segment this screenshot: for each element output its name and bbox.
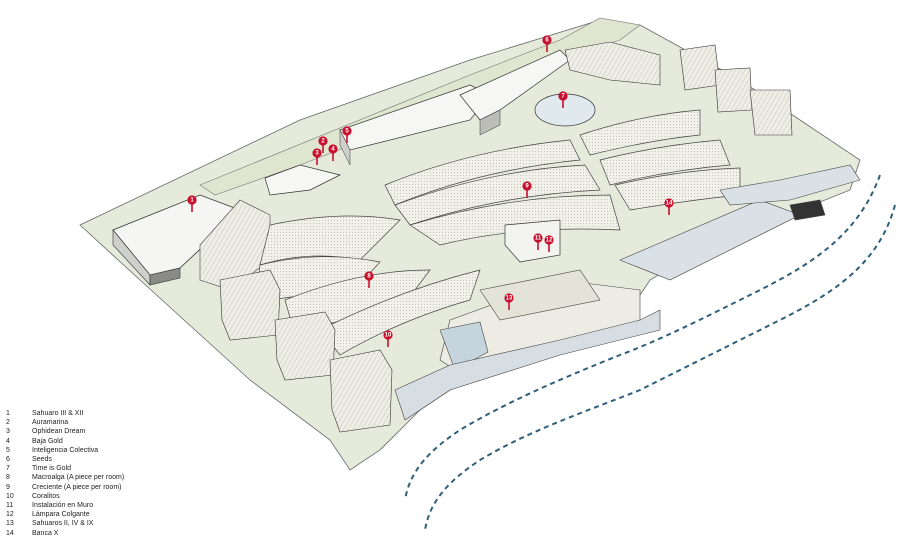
marker-label: 13	[506, 295, 513, 301]
legend-number: 12	[6, 511, 14, 519]
legend-item: 11 Instalación en Muro	[6, 501, 124, 510]
marker-pin-7: 7	[558, 91, 568, 108]
south-boardwalk	[394, 309, 661, 421]
marker-label: 6	[545, 37, 549, 43]
sea-waves	[404, 174, 896, 531]
building-north-row	[264, 41, 661, 196]
legend-number: 13	[6, 520, 14, 528]
legend-number: 2	[6, 419, 10, 427]
legend-item: 3 Ophidean Dream	[6, 427, 124, 436]
legend-label: Sahuaros II, IV & IX	[32, 520, 94, 528]
marker-label: 5	[345, 128, 349, 134]
marker-pin-12: 12	[544, 235, 554, 252]
legend-item: 1 Sahuaro III & XII	[6, 409, 124, 418]
building-east-towers	[679, 44, 793, 136]
legend-label: Banca X	[32, 529, 59, 537]
legend-number: 3	[6, 428, 10, 436]
marker-pin-10: 10	[383, 330, 393, 347]
marker-label: 12	[546, 237, 553, 243]
marker-dot	[544, 235, 554, 245]
legend-label: Coralitos	[32, 492, 60, 500]
marker-dot	[312, 148, 322, 158]
legend-number: 9	[6, 483, 10, 491]
marker-label: 8	[367, 273, 371, 279]
legend-number: 4	[6, 437, 10, 445]
marker-pin-5: 5	[342, 126, 352, 143]
building-instalacion	[504, 219, 561, 263]
legend-number: 14	[6, 529, 14, 537]
legend-item: 13 Sahuaros II, IV & IX	[6, 519, 124, 528]
legend-number: 1	[6, 410, 10, 417]
west-room-rows	[254, 215, 481, 356]
legend-item: 4 Baja Gold	[6, 437, 124, 446]
marker-label: 4	[331, 146, 335, 152]
legend-item: 9 Creciente (A piece per room)	[6, 483, 124, 492]
marker-pin-4: 4	[328, 144, 338, 161]
marker-dot	[328, 144, 338, 154]
marker-dot	[664, 198, 674, 208]
marker-dot	[364, 271, 374, 281]
marker-dot	[504, 293, 514, 303]
marker-dot	[533, 233, 543, 243]
legend-item: 14 Banca X	[6, 529, 124, 538]
marker-label: 3	[315, 150, 319, 156]
marker-pin-3: 3	[312, 148, 322, 165]
legend-item: 5 Inteligencia Colectiva	[6, 446, 124, 455]
marker-label: 2	[321, 138, 325, 144]
marker-label: 10	[385, 332, 392, 338]
legend-label: Ophidean Dream	[32, 428, 86, 436]
marker-label: 7	[561, 93, 565, 99]
legend-number: 11	[6, 502, 14, 510]
marker-label: 14	[666, 200, 673, 206]
legend-label: Lámpara Colgante	[32, 511, 90, 519]
legend-item: 12 Lámpara Colgante	[6, 510, 124, 519]
marker-dot	[542, 35, 552, 45]
legend-item: 10 Coralitos	[6, 492, 124, 501]
marker-pin-11: 11	[533, 233, 543, 250]
legend-number: 7	[6, 465, 10, 473]
marker-pin-8: 8	[364, 271, 374, 288]
marker-dot	[558, 91, 568, 101]
west-stacked-towers	[219, 269, 393, 433]
marker-dot	[383, 330, 393, 340]
legend-number: 5	[6, 446, 10, 454]
legend-label: Baja Gold	[32, 437, 63, 445]
legend-label: Macroalga (A piece per room)	[32, 474, 125, 482]
marker-pin-1: 1	[187, 195, 197, 212]
legend-item: 7 Time is Gold	[6, 464, 124, 473]
marker-label: 11	[535, 235, 542, 241]
marker-pin-14: 14	[664, 198, 674, 215]
marker-dot	[522, 181, 532, 191]
legend-number: 8	[6, 474, 10, 482]
legend-label: Auramarina	[32, 419, 69, 427]
legend-number: 10	[6, 492, 14, 500]
legend-label: Instalación en Muro	[32, 502, 94, 510]
legend-label: Creciente (A piece per room)	[32, 483, 122, 491]
legend-item: 8 Macroalga (A piece per room)	[6, 473, 124, 482]
marker-label: 1	[190, 197, 194, 203]
legend-item: 2 Auramarina	[6, 418, 124, 427]
east-deck-strip	[619, 164, 861, 281]
legend-item: 6 Seeds	[6, 455, 124, 464]
curved-room-rows	[384, 109, 741, 246]
marker-dot	[187, 195, 197, 205]
marker-pin-2: 2	[318, 136, 328, 153]
marker-label: 9	[525, 183, 529, 189]
marker-pin-13: 13	[504, 293, 514, 310]
legend-number: 6	[6, 456, 10, 464]
legend-label: Seeds	[32, 456, 52, 464]
legend-label: Inteligencia Colectiva	[32, 446, 99, 454]
marker-pin-9: 9	[522, 181, 532, 198]
south-pool-deck	[439, 269, 641, 381]
marker-pin-6: 6	[542, 35, 552, 52]
legend-label: Sahuaro III & XII	[32, 410, 84, 417]
legend: 1 Sahuaro III & XII 2 Auramarina 3 Ophidean…	[6, 409, 124, 538]
marker-dot	[318, 136, 328, 146]
marker-dot	[342, 126, 352, 136]
building-sahuaro-block	[112, 194, 271, 291]
legend-label: Time is Gold	[32, 465, 72, 473]
